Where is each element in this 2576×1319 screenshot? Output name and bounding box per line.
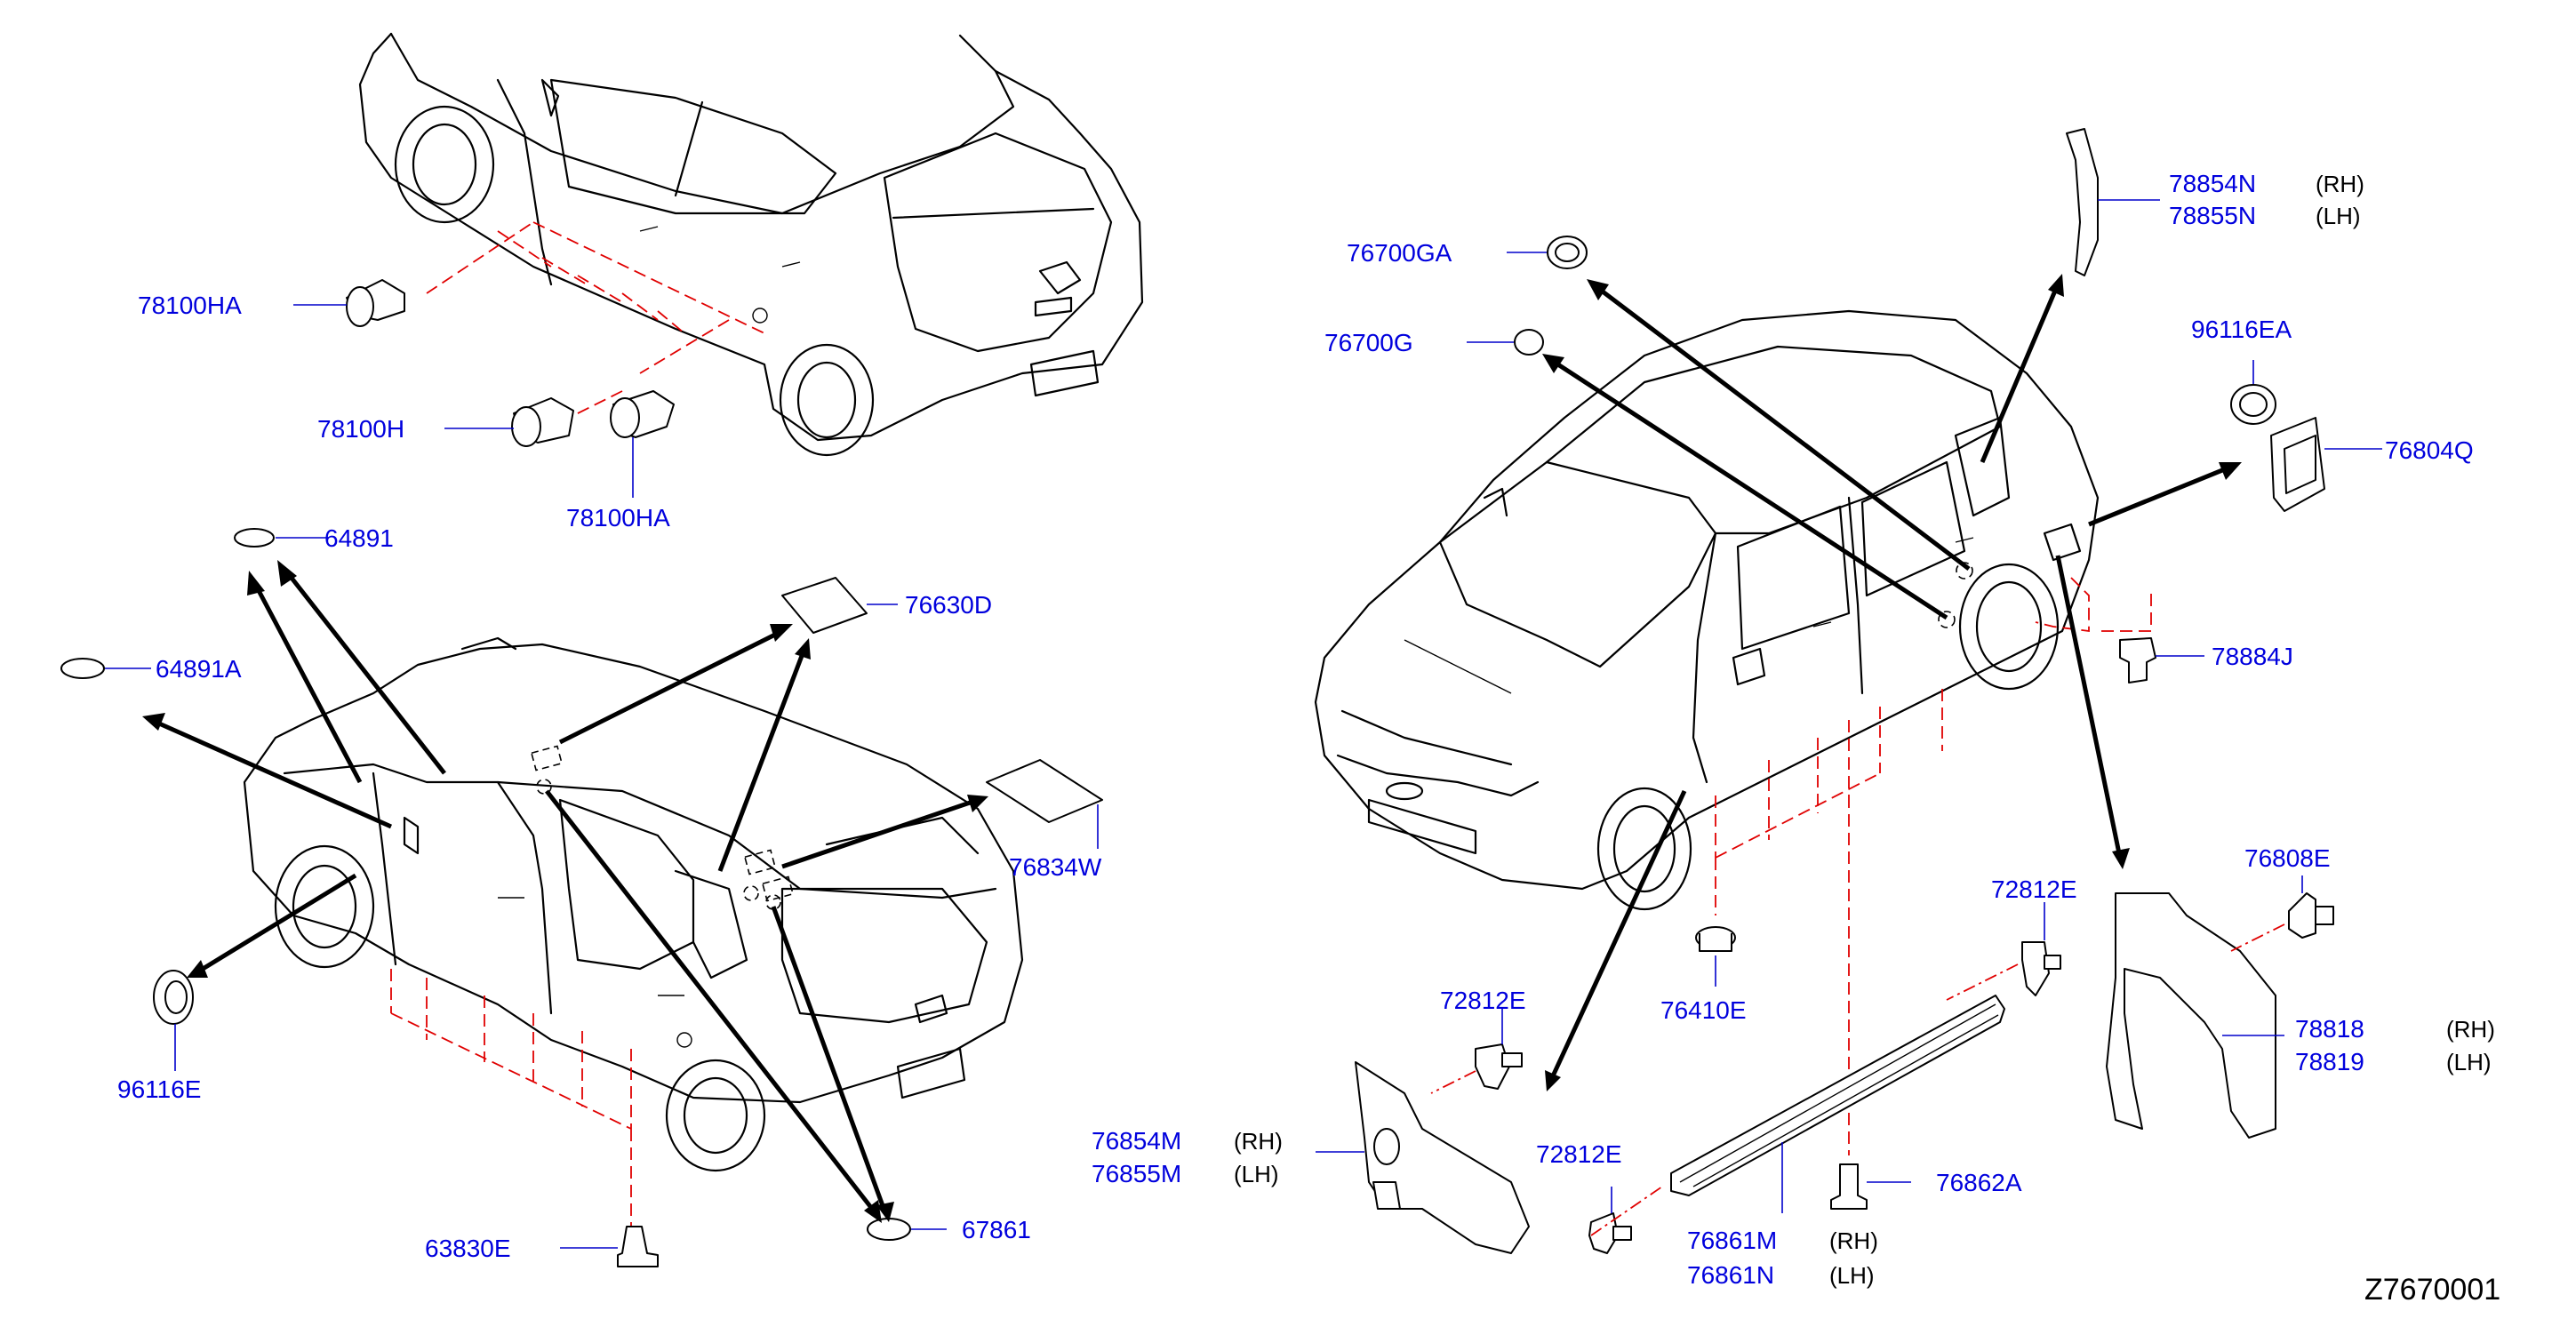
label-76861N-side: (LH): [1829, 1262, 1875, 1289]
arrows-car2: [142, 560, 988, 1223]
label-78818-side: (RH): [2446, 1016, 2495, 1043]
label-63830E: 63830E: [425, 1235, 511, 1262]
clip-63830E: [617, 1226, 659, 1267]
clip-78100H: [511, 397, 574, 447]
clip-78884J: [2119, 637, 2156, 683]
bolt-76862A: [1830, 1163, 1868, 1210]
label-78855N-side: (LH): [2316, 203, 2361, 229]
label-78855N: 78855N: [2169, 202, 2256, 229]
label-76630D: 76630D: [905, 591, 992, 619]
label-72812E-b: 72812E: [1440, 987, 1526, 1014]
pad-76630D: [781, 577, 868, 634]
label-78854N-side: (RH): [2316, 171, 2364, 197]
moulding-78854N: [2066, 128, 2099, 276]
plug-64891: [234, 528, 275, 548]
plug-64891A: [60, 658, 105, 679]
label-78819-side: (LH): [2446, 1049, 2492, 1075]
dash-lines-car2: [390, 969, 632, 1235]
lid-76804Q: [2270, 417, 2325, 512]
label-78100HA-a: 78100HA: [138, 292, 242, 319]
label-76808E: 76808E: [2244, 844, 2331, 872]
label-76854M: 76854M: [1092, 1127, 1181, 1155]
arrows-car3: [1542, 274, 2242, 1091]
clip-72812E-a: [2021, 941, 2061, 996]
label-76854M-side: (RH): [1234, 1128, 1283, 1155]
clip-76410E: [1695, 926, 1736, 952]
label-76855M: 76855M: [1092, 1160, 1181, 1187]
grommet-96116EA: [2230, 384, 2276, 425]
dash-lines-car3: [1715, 577, 2152, 1155]
part-labels: 78100HA 78100H 78100HA 64891 64891A 7663…: [117, 170, 2500, 1307]
label-64891A: 64891A: [156, 655, 242, 683]
car-front-view-right: [1314, 309, 2100, 911]
label-76861M: 76861M: [1687, 1227, 1777, 1254]
label-72812E-c: 72812E: [1536, 1140, 1622, 1168]
label-76804Q: 76804Q: [2385, 436, 2474, 464]
mudguard-76854M: [1355, 1061, 1530, 1254]
car-rear-view-top: [358, 32, 1144, 457]
hidden-marks-car3: [1938, 562, 1973, 628]
clip-78100HA-b: [610, 390, 675, 438]
diagram-reference-code: Z7670001: [2364, 1273, 2500, 1307]
label-76700GA: 76700GA: [1347, 239, 1452, 267]
clip-76808E: [2288, 892, 2334, 939]
sheet-76834W: [986, 759, 1103, 823]
label-76855M-side: (LH): [1234, 1161, 1279, 1187]
dash-lines-car3-parts: [1430, 923, 2285, 1236]
label-64891: 64891: [324, 524, 394, 552]
label-78100HA-b: 78100HA: [566, 504, 670, 532]
label-76862A: 76862A: [1936, 1169, 2022, 1196]
mudguard-78818: [2106, 892, 2276, 1139]
clip-72812E-c: [1588, 1212, 1632, 1254]
plug-76700G: [1514, 329, 1544, 356]
label-76861M-side: (RH): [1829, 1227, 1878, 1254]
label-72812E-a: 72812E: [1991, 875, 2077, 903]
label-76410E: 76410E: [1660, 996, 1747, 1024]
label-96116E: 96116E: [117, 1075, 201, 1103]
clip-78100HA-a: [346, 279, 405, 327]
label-76861N: 76861N: [1687, 1261, 1774, 1289]
label-67861: 67861: [962, 1216, 1031, 1243]
label-76700G: 76700G: [1324, 329, 1413, 356]
label-78819: 78819: [2295, 1048, 2364, 1075]
grommet-96116E: [153, 970, 194, 1025]
clip-72812E-b: [1475, 1043, 1523, 1090]
label-78854N: 78854N: [2169, 170, 2256, 197]
plug-76700GA: [1547, 236, 1588, 269]
sill-76861M: [1670, 995, 2005, 1196]
hidden-sealing-marks-car2: [530, 745, 795, 910]
label-76834W: 76834W: [1009, 853, 1102, 881]
label-78884J: 78884J: [2212, 643, 2293, 670]
car-rear-view-bottom: [243, 636, 1024, 1172]
label-78100H: 78100H: [317, 415, 404, 443]
label-96116EA: 96116EA: [2191, 316, 2292, 343]
dash-lines-car1: [426, 221, 765, 419]
label-78818: 78818: [2295, 1015, 2364, 1043]
